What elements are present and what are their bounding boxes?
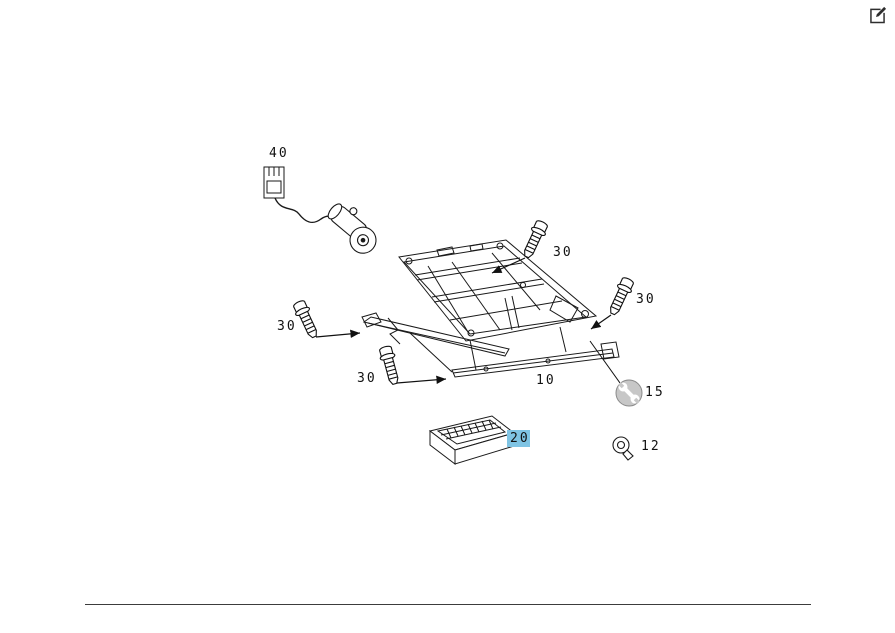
- wrench-icon[interactable]: [615, 379, 643, 407]
- seat-frame-drawing: [361, 239, 620, 378]
- callout-bolt-right[interactable]: 30: [636, 292, 656, 307]
- edit-compose-button[interactable]: [865, 4, 889, 28]
- control-module-drawing: [428, 415, 516, 466]
- connector-plug-drawing: [263, 166, 285, 199]
- motor-assembly-drawing: [327, 203, 377, 254]
- callout-fastener[interactable]: 12: [641, 439, 661, 454]
- fastener-drawing: [612, 436, 634, 461]
- edit-compose-icon: [869, 6, 886, 24]
- callout-connector-motor[interactable]: 40: [269, 146, 289, 161]
- leader-lines: [315, 257, 621, 384]
- callout-wrench-tool[interactable]: 15: [645, 385, 665, 400]
- bolt-bottom-drawing: [377, 344, 403, 387]
- callout-control-module[interactable]: 20: [507, 430, 530, 447]
- bolt-right-drawing: [605, 275, 637, 318]
- callout-bolt-top[interactable]: 30: [553, 245, 573, 260]
- callout-bolt-bottom[interactable]: 30: [357, 371, 377, 386]
- bottom-divider: [85, 604, 811, 605]
- bolt-top-drawing: [519, 218, 551, 261]
- callout-bolt-left[interactable]: 30: [277, 319, 297, 334]
- callout-frame[interactable]: 10: [536, 373, 556, 388]
